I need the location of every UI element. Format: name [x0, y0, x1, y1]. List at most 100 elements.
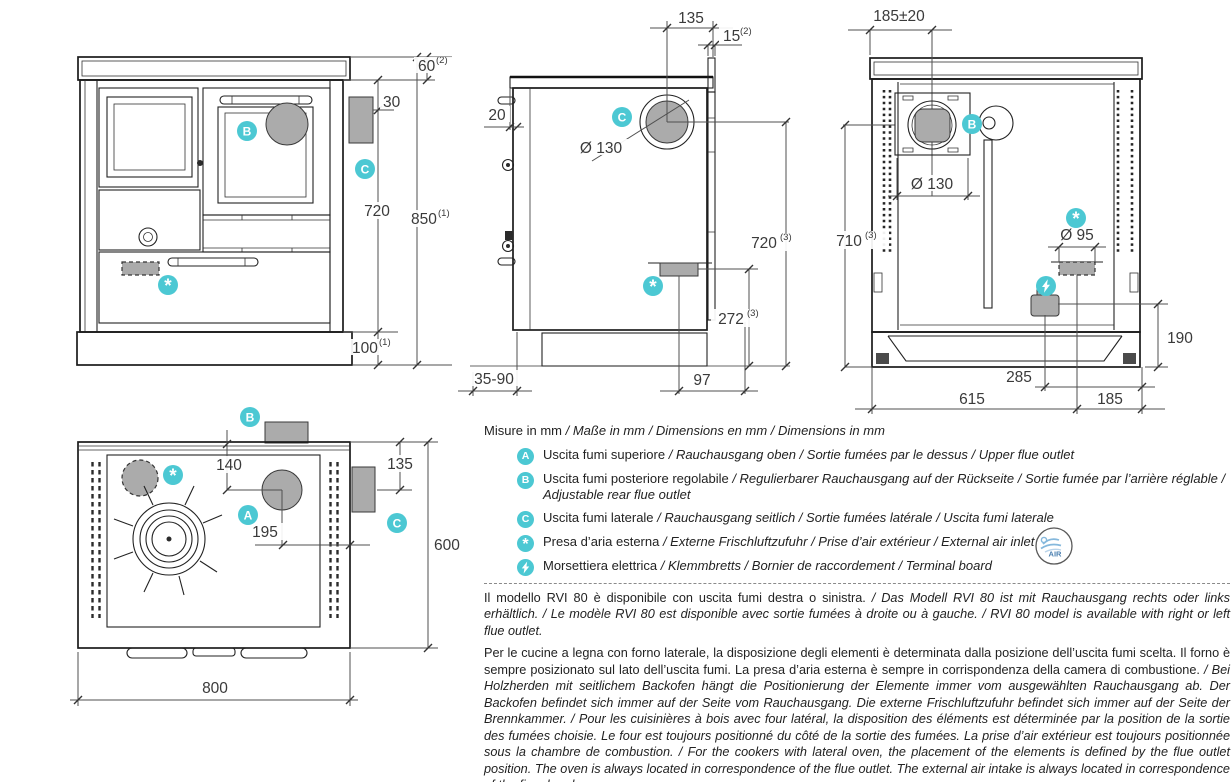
dim-front-100-note: (1): [379, 337, 391, 348]
dim-side-97: 97: [693, 372, 710, 389]
top-dimension-lines: [70, 430, 438, 706]
badge-b: B: [517, 471, 534, 489]
badge-air-side: *: [643, 276, 663, 298]
dim-side-dia130: Ø 130: [580, 140, 623, 157]
separator-line: [484, 582, 1230, 584]
air-logo-text: AIR: [1049, 550, 1063, 559]
svg-text:*: *: [169, 466, 177, 487]
side-plinth: [541, 332, 708, 367]
side-knob-2: [501, 239, 515, 253]
drawer-handle: [167, 257, 259, 267]
badge-air-top: *: [163, 465, 183, 487]
top-foot-right: [240, 647, 308, 659]
legend-item-a: A Uscita fumi superiore / Rauchausgang o…: [517, 447, 1230, 465]
svg-text:A: A: [244, 509, 253, 523]
note-flue-sides: Il modello RVI 80 è disponibile con usci…: [484, 590, 1230, 638]
dim-rear-190: 190: [1167, 330, 1193, 347]
legend-item-b-text: Uscita fumi posteriore regolabile / Regu…: [543, 470, 1226, 503]
dim-rear-710-note: (3): [865, 230, 877, 241]
oven-glass: [217, 106, 314, 204]
legend-item-air: * Presa d’aria esterna / Externe Frischl…: [517, 533, 1230, 553]
rear-top-rail: [869, 57, 1143, 80]
dim-rear-185pm: 185±20: [873, 8, 925, 25]
dim-rear-285: 285: [1006, 369, 1032, 386]
badge-c-front: C: [355, 159, 375, 179]
rear-body: [871, 78, 1141, 333]
units-note-italic: / Maße in mm / Dimensions en mm / Dimens…: [565, 423, 885, 438]
lower-left-door: [98, 189, 201, 251]
badge-b-rear: B: [962, 114, 982, 134]
dim-side-720: 720: [751, 235, 777, 252]
side-dimension-lines: [458, 21, 791, 396]
side-worktop: [509, 76, 714, 89]
rear-left-foot: [876, 353, 889, 364]
external-air-inlet-rear: [1058, 261, 1096, 276]
legend-item-air-text: Presa d’aria esterna / Externe Frischluf…: [543, 533, 1035, 549]
rear-right-foot: [1123, 353, 1136, 364]
units-note: Misure in mm / Maße in mm / Dimensions e…: [484, 423, 1230, 440]
dim-side-272: 272: [718, 311, 744, 328]
note-lateral-oven: Per le cucine a legna con forno laterale…: [484, 646, 1230, 782]
side-view: 135 15 (2) 20 Ø 130 720 (3) 272 (3) 35-9…: [458, 9, 802, 396]
top-foot-mid: [192, 647, 236, 657]
front-plinth: [76, 331, 353, 366]
legend-and-notes: Misure in mm / Maße in mm / Dimensions e…: [484, 423, 1230, 782]
legend-item-electric-text: Morsettiera elettrica / Klemmbretts / Bo…: [543, 557, 992, 573]
dim-side-135: 135: [678, 10, 704, 27]
dim-side-272-note: (3): [747, 308, 759, 319]
front-view: 60 (2) 30 720 850 (1) 100 (1) B C *: [76, 52, 455, 370]
oven-handle: [219, 95, 313, 105]
air-system-logo: AIR: [1035, 527, 1073, 565]
badge-a-top: A: [238, 505, 258, 525]
rear-view: 185±20 Ø 130 710 (3) Ø 95 190 285 615 18…: [831, 7, 1201, 414]
side-backsplash: [707, 57, 716, 93]
side-peg-top: [497, 96, 516, 105]
legend-item-a-text: Uscita fumi superiore / Rauchausgang obe…: [543, 446, 1075, 462]
lightning-icon: [1042, 279, 1050, 293]
dim-rear-615: 615: [959, 391, 985, 408]
badge-c-top: C: [387, 513, 407, 533]
external-air-inlet-side: [659, 262, 699, 277]
hotplate-rings: [113, 485, 223, 596]
dim-top-140: 140: [216, 457, 242, 474]
dim-rear-dia130: Ø 130: [911, 176, 954, 193]
legend-item-b: B Uscita fumi posteriore regolabile / Re…: [517, 471, 1230, 504]
dim-rear-dia95: Ø 95: [1060, 227, 1094, 244]
dim-front-720: 720: [364, 203, 390, 220]
dim-side-15: 15: [723, 28, 740, 45]
blanking-plate: [978, 105, 1014, 141]
dim-rear-185: 185: [1097, 391, 1123, 408]
top-view: 140 135 195 600 800 B * A C: [70, 407, 472, 706]
rear-flue-outlet-shadow: [265, 102, 309, 146]
cooktop: [106, 454, 321, 628]
badge-b-top: B: [240, 407, 260, 427]
legend-item-c: C Uscita fumi laterale / Rauchausgang se…: [517, 510, 1230, 528]
side-rear-panel: [707, 91, 716, 321]
fire-door-window: [106, 96, 193, 178]
fire-door: [98, 87, 199, 188]
side-flue-stub-top: [351, 466, 376, 513]
dim-front-30: 30: [383, 94, 401, 111]
external-air-inlet-front: [121, 261, 160, 276]
svg-text:C: C: [618, 111, 627, 125]
rear-left-slot: [873, 272, 883, 293]
side-flue-outlet: [348, 96, 374, 144]
front-top-rail: [77, 56, 351, 81]
dim-top-195: 195: [252, 524, 278, 541]
rear-flue-collar: [907, 100, 957, 150]
side-latch: [505, 231, 513, 240]
terminal-board: [1030, 294, 1060, 317]
side-knob-1: [501, 158, 515, 172]
top-foot-left: [126, 647, 188, 659]
side-peg-bottom: [497, 257, 516, 266]
dim-front-850: 850: [411, 211, 437, 228]
air-control-knob: [138, 227, 158, 247]
legend-item-electric: Morsettiera elettrica / Klemmbretts / Bo…: [517, 558, 1230, 576]
rear-bracket-bar: [983, 139, 993, 309]
svg-text:B: B: [243, 125, 252, 139]
svg-text:*: *: [649, 277, 657, 298]
rear-plinth: [871, 331, 1141, 368]
rear-dimension-lines: [840, 25, 1168, 414]
